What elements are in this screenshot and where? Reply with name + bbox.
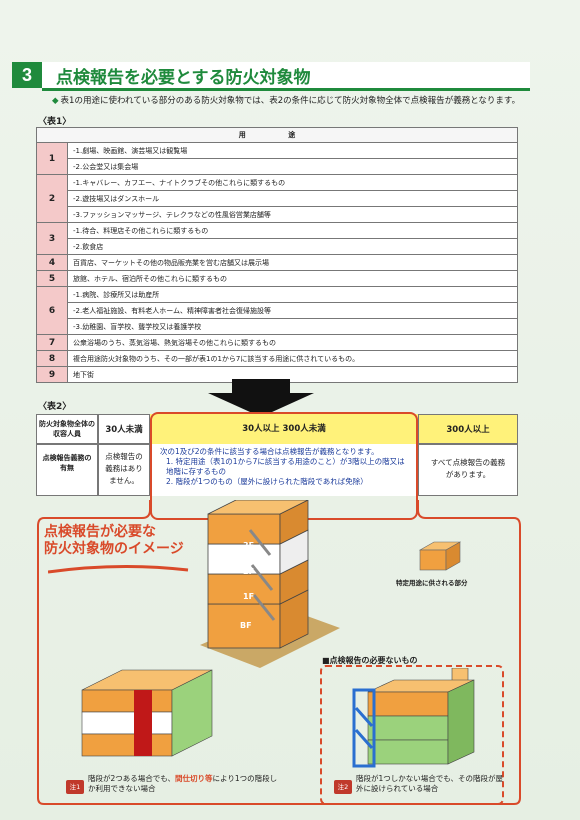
t2-col2-cond1: 1. 特定用途（表1の1から7に該当する用途のこと）が3階以上の階又は地階に存す… [166,457,405,476]
table1-row: 2-1.キャバレー、カフエー、ナイトクラブその他これらに類するもの [36,174,518,223]
note2-building [352,668,475,768]
floor-label-bf: BF [240,621,252,630]
legend-label: 特定用途に供される部分 [396,579,468,587]
image-title: 点検報告が必要な 防火対象物のイメージ [44,524,184,558]
table1-row-number: 9 [36,366,68,383]
section-title: 点検報告を必要とする防火対象物 [56,68,311,88]
table1-row: 1-1.劇場、映画館、演芸場又は観覧場 [36,142,518,175]
lead-text: 表1の用途に使われている部分のある防火対象物では、表2の条件に応じて防火対象物全… [52,94,521,106]
table1-row-number: 5 [36,270,68,287]
t2-rowhead-capacity: 防火対象物全体の収容人員 [36,414,98,444]
t2-col3-head: 300人以上 [418,414,518,444]
t2-col2-cond2: 2. 階段が1つのもの（屋外に設けられた階段であれば免除） [166,477,368,486]
note1-emph: 間仕切り等 [175,774,213,783]
t2-col2-intro: 次の1及び2の条件に該当する場合は点検報告が義務となります。 [160,447,379,456]
note1-text: 階段が2つある場合でも、間仕切り等により1つの階段しか利用できない場合 [88,774,278,794]
not-required-box [320,665,504,805]
t2-rowhead-obligation: 点検報告義務の有無 [36,444,98,496]
table1-use-item: 地下街 [67,366,518,383]
t2-col1-body: 点検報告の義務はありません。 [98,444,150,496]
not-required-heading: ■点検報告の必要ないもの [322,656,418,665]
table1-label: 〈表1〉 [38,117,72,127]
legend-box-icon [418,541,462,571]
table1-row-number: 3 [36,222,68,255]
title-underline-icon [48,564,189,574]
table1-header: 用 途 [36,127,518,143]
table2-label: 〈表2〉 [38,402,72,412]
note2-badge: 注2 [334,780,352,794]
section-header-bar [42,62,530,91]
note1-pre: 階段が2つある場合でも、 [88,774,176,783]
note1-badge: 注1 [66,780,84,794]
section-number: 3 [12,62,42,88]
floor-label-2f: 2F [243,567,255,576]
note1-post: により1つの階段しか利用できない場合 [88,774,278,793]
table1-row-number: 7 [36,334,68,351]
t2-col3-body: すべて点検報告の義務があります。 [418,444,518,496]
note2-text: 階段が1つしかない場合でも、その階段が屋外に設けられている場合 [356,774,504,793]
note1-building [81,669,213,757]
t2-col2-body: 次の1及び2の条件に該当する場合は点検報告が義務となります。 1. 特定用途（表… [150,444,418,496]
building-illustration [200,500,340,668]
floor-label-3f: 3F [243,541,255,550]
table1-row-number: 4 [36,254,68,271]
table1-row-number: 1 [36,142,68,175]
floor-label-1f: 1F [243,592,255,601]
t2-col1-head: 30人未満 [98,414,150,444]
table1-row-number: 2 [36,174,68,223]
image-title-line2: 防火対象物のイメージ [44,541,184,557]
image-title-line1: 点検報告が必要な [44,524,156,540]
t2-col2-head: 30人以上 300人未満 [150,414,418,444]
